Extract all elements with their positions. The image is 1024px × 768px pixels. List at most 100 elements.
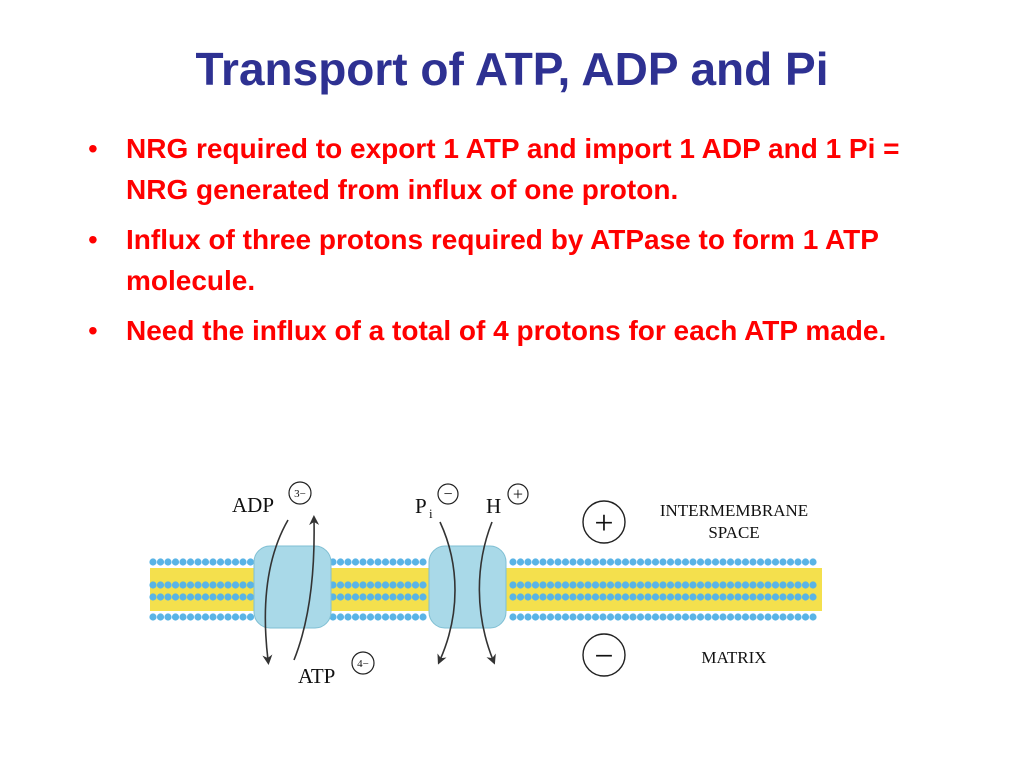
lipid-head — [636, 581, 645, 589]
lipid-head — [561, 558, 570, 566]
lipid-head — [216, 558, 225, 566]
lipid-head — [554, 581, 562, 589]
lipid-head — [704, 613, 712, 621]
lipid-head — [704, 558, 712, 566]
h-charge-circle — [507, 483, 529, 505]
lipid-head — [689, 558, 697, 566]
lipid-head — [366, 558, 375, 566]
lipid-head — [179, 613, 187, 621]
lipid-head — [599, 593, 607, 601]
lipid-head — [771, 558, 780, 566]
lipid-head — [749, 593, 757, 601]
lipid-head — [711, 613, 720, 621]
lipid-head — [629, 581, 637, 589]
lipid-head — [644, 613, 652, 621]
lipid-head — [554, 558, 562, 566]
lipid-head — [741, 558, 750, 566]
lipid-head — [674, 593, 682, 601]
lipid-head — [674, 613, 682, 621]
lipid-head — [411, 581, 420, 589]
lipid-head — [351, 613, 360, 621]
lipid-head — [569, 558, 577, 566]
lipid-head — [576, 558, 585, 566]
lipid-head — [659, 581, 667, 589]
bullet-text: NRG required to export 1 ATP and import … — [126, 133, 900, 205]
lipid-head — [681, 613, 690, 621]
lipid-head — [629, 613, 637, 621]
lipid-head — [246, 613, 255, 621]
lipid-head — [741, 581, 750, 589]
adp-label: ADP — [232, 493, 274, 517]
lipid-head — [584, 581, 592, 589]
lipid-head — [636, 613, 645, 621]
lipid-head — [704, 581, 712, 589]
bullet-text: Need the influx of a total of 4 protons … — [126, 315, 887, 346]
lipid-head — [201, 558, 210, 566]
lipid-head — [539, 593, 547, 601]
lipid-head — [696, 613, 705, 621]
lipid-head — [539, 581, 547, 589]
lipid-head — [719, 558, 727, 566]
atp-charge-circle — [351, 651, 375, 675]
bullet-item: • Influx of three protons required by AT… — [84, 219, 914, 301]
lipid-head — [539, 613, 547, 621]
lipid-head — [681, 581, 690, 589]
lipid-head — [621, 613, 630, 621]
lipid-head — [209, 613, 217, 621]
lipid-head — [404, 558, 412, 566]
lipid-head — [171, 593, 180, 601]
lipid-head — [516, 593, 525, 601]
lipid-head — [546, 581, 555, 589]
lipid-head — [224, 613, 232, 621]
lipid-head — [726, 558, 735, 566]
lipid-head — [186, 593, 195, 601]
lipid-head — [764, 558, 772, 566]
lipid-head — [156, 581, 165, 589]
h-import-arrow — [478, 521, 496, 665]
lipid-head — [366, 613, 375, 621]
lipid-head — [209, 593, 217, 601]
lipid-head — [396, 581, 405, 589]
atp-export-arrow — [293, 515, 320, 661]
lipid-head — [606, 613, 615, 621]
lipid-head — [374, 593, 382, 601]
lipid-head — [156, 558, 165, 566]
lipid-head — [186, 581, 195, 589]
lipid-head — [786, 613, 795, 621]
lipid-head — [546, 593, 555, 601]
lipid-head — [794, 558, 802, 566]
lipid-head — [224, 558, 232, 566]
lipid-head — [801, 613, 810, 621]
negative-side-icon — [582, 633, 626, 677]
lipid-head — [531, 593, 540, 601]
lipid-head — [576, 593, 585, 601]
bullet-item: • Need the influx of a total of 4 proton… — [84, 310, 914, 351]
lipid-head — [621, 581, 630, 589]
lipid-heads — [149, 558, 817, 621]
lipid-head — [591, 558, 600, 566]
lipid-head — [149, 558, 157, 566]
lipid-head — [569, 613, 577, 621]
lipid-head — [659, 593, 667, 601]
lipid-head — [149, 593, 157, 601]
lipid-head — [366, 593, 375, 601]
lipid-head — [584, 558, 592, 566]
lipid-head — [224, 581, 232, 589]
lipid-head — [651, 581, 660, 589]
lipid-head — [644, 593, 652, 601]
lipid-head — [156, 613, 165, 621]
lipid-head — [186, 613, 195, 621]
lipid-head — [636, 558, 645, 566]
lipid-head — [771, 613, 780, 621]
lipid-head — [636, 593, 645, 601]
lipid-head — [531, 613, 540, 621]
lipid-head — [419, 558, 427, 566]
lipid-head — [689, 581, 697, 589]
lipid-head — [186, 558, 195, 566]
lipid-head — [374, 613, 382, 621]
lipid-head — [779, 558, 787, 566]
lipid-head — [164, 581, 172, 589]
lipid-head — [786, 581, 795, 589]
bullet-text: Influx of three protons required by ATPa… — [126, 224, 879, 296]
lipid-head — [344, 593, 352, 601]
